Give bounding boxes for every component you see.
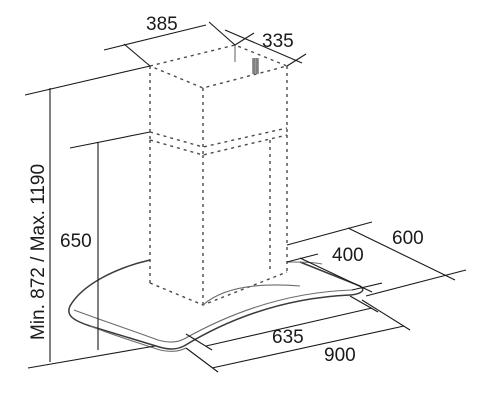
canopy-height-label: 650 [60, 231, 92, 252]
dimension-inner-depth: 400 [286, 245, 383, 293]
dimension-chimney-depth: 335 [224, 29, 307, 67]
chimney-width-label: 385 [146, 14, 178, 35]
chimney-depth-label: 335 [262, 31, 294, 52]
chimney-lower-duct [149, 135, 288, 306]
dimension-total-height: Min. 872 / Max. 1190 [24, 65, 156, 369]
total-height-label: Min. 872 / Max. 1190 [28, 164, 49, 340]
glass-canopy [68, 259, 364, 352]
dimension-hood-depth: 600 [286, 221, 467, 297]
hood-width-label: 900 [324, 345, 356, 366]
dimension-inner-width: 635 [185, 295, 379, 351]
chimney-upper-duct [149, 44, 290, 156]
dimension-chimney-width: 385 [103, 14, 236, 67]
dimension-canopy-height: 650 [60, 131, 151, 350]
hood-depth-label: 600 [392, 228, 424, 249]
dimension-hood-width: 900 [185, 299, 411, 373]
inner-width-label: 635 [272, 327, 304, 348]
inner-depth-label: 400 [332, 245, 364, 266]
vent-slot [252, 58, 259, 74]
